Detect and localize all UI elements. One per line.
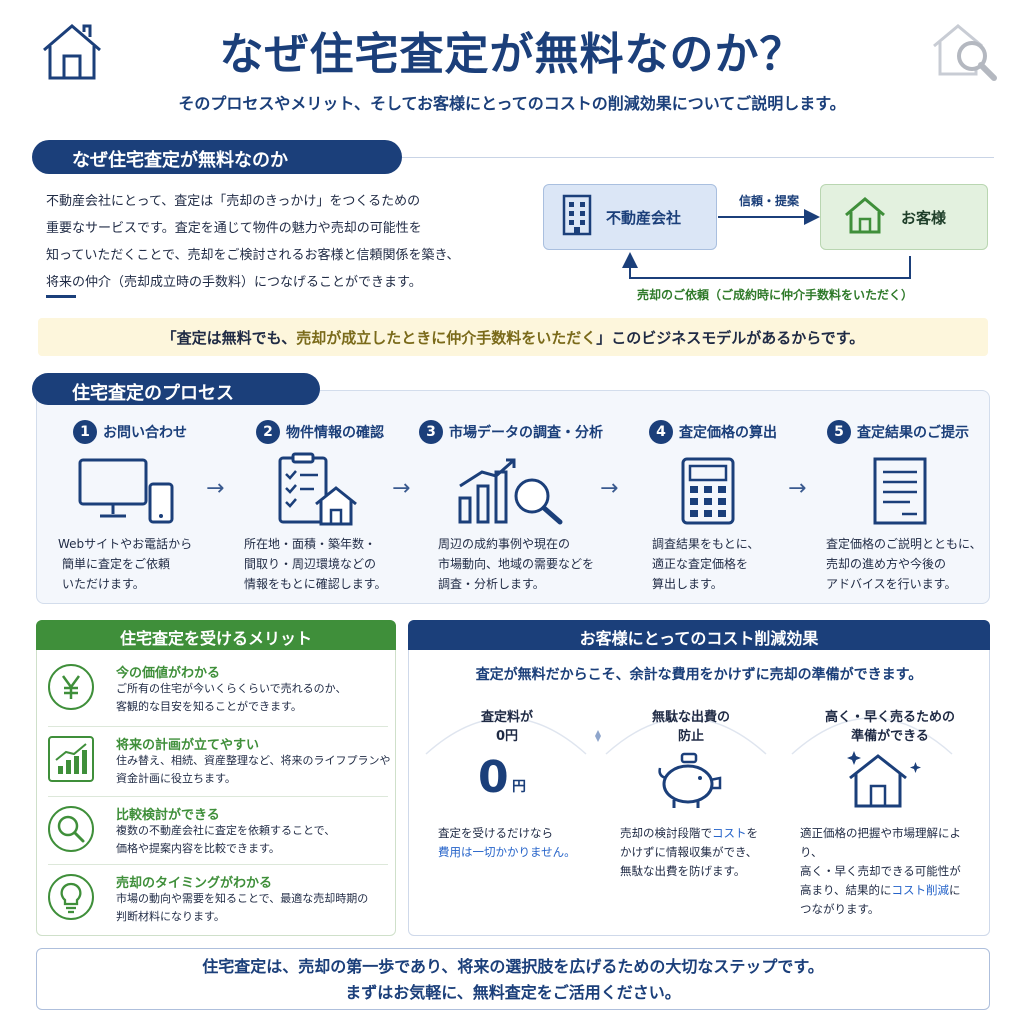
computer-phone-icon <box>78 458 174 524</box>
cost-arcs <box>425 717 953 755</box>
cost-description: 売却の検討段階でコストを かけずに情報収集ができ、 無駄な出費を防げます。 <box>620 826 758 878</box>
business-model-highlight: 「査定は無料でも、売却が成立したときに仲介手数料をいただく」このビジネスモデルが… <box>38 318 988 356</box>
yen-icon <box>48 664 94 710</box>
step-description: 所在地・面積・築年数・ 間取り・周辺環境などの 情報をもとに確認します。 <box>244 537 387 591</box>
cost-title-line: 防止 <box>677 729 704 744</box>
page-subtitle: そのプロセスやメリット、そしてお客様にとってのコストの削減効果についてご説明しま… <box>178 94 846 113</box>
cost-description: 適正価格の把握や市場理解により、 高く・早く売却できる可能性が 高まり、結果的に… <box>800 826 961 916</box>
merit-divider <box>48 726 388 727</box>
customer-house-icon <box>843 195 887 239</box>
step-number: 2 <box>256 420 280 444</box>
page-title: なぜ住宅査定が無料なのか？ <box>219 29 805 80</box>
zero-yen-amount: 0 <box>478 752 509 803</box>
section-heading-why-free: なぜ住宅査定が無料なのか <box>32 140 402 174</box>
process-step-2: 2 物件情報の確認 <box>225 420 415 444</box>
cost-title-line: 準備ができる <box>851 729 929 744</box>
merit-panel <box>36 620 396 936</box>
lightbulb-icon <box>48 874 94 920</box>
highlight-part3: 」このビジネスモデルがあるからです。 <box>596 329 865 347</box>
footer-line: 住宅査定は、売却の第一歩であり、将来の選択肢を広げるための大切なステップです。 <box>202 957 824 976</box>
step-description: 周辺の成約事例や現在の 市場動向、地域の需要などを 調査・分析します。 <box>438 537 595 591</box>
arrow-right-icon: → <box>600 476 619 501</box>
arrow-right-icon: → <box>392 476 411 501</box>
step-description: 調査結果をもとに、 適正な査定価格を 算出します。 <box>652 537 760 591</box>
cost-column-no-waste: 無駄な出費の 防止 <box>606 708 776 746</box>
flow-customer-label: お客様 <box>901 208 947 227</box>
step-description: 査定価格のご説明とともに、 売却の進め方や今後の アドバイスを行います。 <box>826 537 982 591</box>
step-title: 査定結果のご提示 <box>857 425 969 441</box>
merit-divider <box>48 864 388 865</box>
document-icon <box>873 457 927 525</box>
intro-paragraph: 不動産会社にとって、査定は「売却のきっかけ」をつくるための 重要なサービスです。… <box>46 188 516 296</box>
cost-title-line: 高く・早く売るための <box>824 710 955 725</box>
step-description: Webサイトやお電話から 簡単に査定をご依頼 いただけます。 <box>58 537 193 591</box>
merit-description: 住み替え、相続、資産整理など、将来のライフプランや 資金計画に役立ちます。 <box>116 754 391 785</box>
house-icon <box>40 22 104 86</box>
flow-arrows <box>622 209 911 279</box>
highlight-part1: 「査定は無料でも、 <box>161 329 297 347</box>
step-title: 物件情報の確認 <box>286 425 384 441</box>
house-search-icon <box>928 18 1000 88</box>
flow-box-customer: お客様 <box>820 184 988 250</box>
cost-column-free: 査定料が 0円 <box>422 708 592 746</box>
step-title: 市場データの調査・分析 <box>449 425 603 441</box>
footer-line: まずはお気軽に、無料査定をご活用ください。 <box>345 983 681 1002</box>
piggy-bank-icon <box>658 752 722 808</box>
process-step-4: 4 査定価格の算出 <box>618 420 808 444</box>
process-step-5: 5 査定結果のご提示 <box>810 420 986 444</box>
flow-company-label: 不動産会社 <box>606 208 682 227</box>
cost-title-line: 無駄な出費の <box>651 710 730 725</box>
cost-lead: 査定が無料だからこそ、余計な費用をかけずに売却の準備ができます。 <box>475 667 923 683</box>
checklist-house-icon <box>278 452 357 526</box>
cost-description: 査定を受けるだけなら 費用は一切かかりません。 <box>438 826 576 859</box>
intro-line: 知っていただくことで、売却をご検討されるお客様と信頼関係を築き、 <box>46 248 460 263</box>
merit-title: 今の価値がわかる <box>116 666 221 681</box>
magnifier-icon <box>48 806 94 852</box>
step-title: お問い合わせ <box>103 425 187 441</box>
process-step-3: 3 市場データの調査・分析 <box>416 420 606 444</box>
merit-item: 今の価値がわかる ご所有の住宅が今いくらくらいで売れるのか、 客観的な目安を知る… <box>40 658 392 726</box>
merit-item: 将来の計画が立てやすい 住み替え、相続、資産整理など、将来のライフプランや 資金… <box>40 730 392 798</box>
process-step-1: 1 お問い合わせ <box>40 420 220 444</box>
sparkle-house-icon <box>847 751 921 808</box>
flow-box-real-estate-company: 不動産会社 <box>543 184 717 250</box>
merit-divider <box>48 796 388 797</box>
building-icon <box>560 194 594 240</box>
highlight-emphasis: 売却が成立したときに仲介手数料をいただく <box>296 329 597 347</box>
merit-title: 比較検討ができる <box>116 808 220 823</box>
section-heading-process: 住宅査定のプロセス <box>32 373 320 405</box>
merit-heading: 住宅査定を受けるメリット <box>36 620 396 650</box>
merit-description: ご所有の住宅が今いくらくらいで売れるのか、 客観的な目安を知ることができます。 <box>116 682 347 713</box>
arrow-right-icon: → <box>788 476 807 501</box>
merit-item: 売却のタイミングがわかる 市場の動向や需要を知ることで、最適な売却時期の 判断材… <box>40 868 392 936</box>
step-title: 査定価格の算出 <box>679 425 777 441</box>
step-number: 3 <box>419 420 443 444</box>
merit-item: 比較検討ができる 複数の不動産会社に査定を依頼することで、 価格や提案内容を比較… <box>40 800 392 868</box>
intro-line: 不動産会社にとって、査定は「売却のきっかけ」をつくるための <box>46 194 421 209</box>
growth-chart-icon <box>48 736 94 782</box>
step-number: 4 <box>649 420 673 444</box>
merit-title: 将来の計画が立てやすい <box>116 738 260 753</box>
merit-description: 市場の動向や需要を知ることで、最適な売却時期の 判断材料になります。 <box>116 892 369 923</box>
flow-bottom-label: 売却のご依頼（ご成約時に仲介手数料をいただく） <box>636 288 913 302</box>
cost-title-line: 0円 <box>495 729 519 744</box>
intro-line: 重要なサービスです。査定を通じて物件の魅力や売却の可能性を <box>46 221 422 236</box>
zero-yen-unit: 円 <box>512 779 526 795</box>
intro-dash <box>46 295 76 298</box>
arrow-right-icon: → <box>206 476 225 501</box>
cost-heading: お客様にとってのコスト削減効果 <box>408 620 990 650</box>
intro-line: 将来の仲介（売却成立時の手数料）につなげることができます。 <box>46 275 422 290</box>
merit-title: 売却のタイミングがわかる <box>116 876 273 891</box>
step-number: 5 <box>827 420 851 444</box>
flow-top-label: 信頼・提案 <box>738 194 799 208</box>
calculator-icon <box>681 457 735 525</box>
bar-chart-magnifier-icon <box>458 458 563 525</box>
footer-message: 住宅査定は、売却の第一歩であり、将来の選択肢を広げるための大切なステップです。 … <box>36 948 990 1010</box>
cost-column-sell-high: 高く・早く売るための 準備ができる <box>800 708 980 746</box>
step-number: 1 <box>73 420 97 444</box>
section-divider <box>402 157 994 158</box>
cost-title-line: 査定料が <box>480 710 533 725</box>
merit-description: 複数の不動産会社に査定を依頼することで、 価格や提案内容を比較できます。 <box>116 824 336 855</box>
